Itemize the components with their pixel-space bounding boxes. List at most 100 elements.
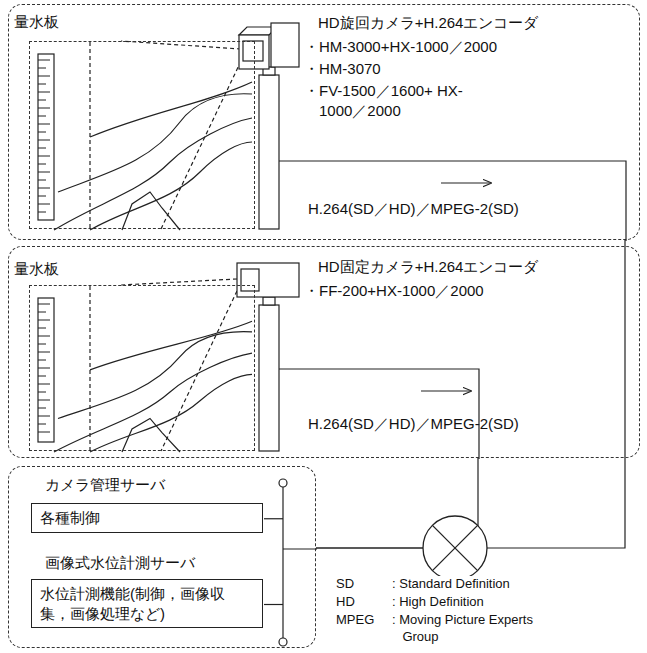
water-gauge-board xyxy=(38,298,54,442)
gauge-tick xyxy=(38,196,46,197)
gauge-tick xyxy=(38,408,46,409)
river-view-frame: 量水板 xyxy=(29,41,255,229)
gauge-tick xyxy=(38,312,46,313)
river-bank-line xyxy=(90,321,252,370)
gauge-tick xyxy=(38,432,50,433)
server-heading: 画像式水位計測サーバ xyxy=(45,553,195,573)
abbreviation-meaning: : High Definition xyxy=(392,594,484,611)
gauge-tick xyxy=(38,376,46,377)
gauge-tick xyxy=(38,416,50,417)
river-illustration xyxy=(38,286,252,452)
river-bank-line xyxy=(54,118,252,230)
gauge-tick xyxy=(38,124,50,125)
gauge-tick xyxy=(38,424,46,425)
illustration-layer xyxy=(30,42,256,230)
gauge-label: 量水板 xyxy=(14,259,59,279)
abbreviation: MPEG xyxy=(336,612,374,629)
river-bank-line xyxy=(54,353,252,452)
gauge-tick xyxy=(38,60,50,61)
gauge-tick xyxy=(38,132,46,133)
camera-site-panel: HD固定カメラ+H.264エンコーダ・FF-200+HX-1000／2000H.… xyxy=(8,246,640,458)
encoder-box xyxy=(271,23,299,67)
water-gauge-board xyxy=(38,54,54,220)
bus-terminator xyxy=(279,479,287,487)
river-bank-line xyxy=(122,192,180,230)
gauge-tick xyxy=(38,204,50,205)
lan-bus xyxy=(282,487,283,638)
abbreviation: SD xyxy=(336,576,354,593)
camera-pole xyxy=(259,75,279,229)
function-text: 各種制御 xyxy=(40,508,254,528)
camera-heading: HD旋回カメラ+H.264エンコーダ xyxy=(318,13,538,33)
abbreviation-meaning: : Standard Definition xyxy=(392,576,510,593)
gauge-tick xyxy=(38,92,50,93)
gauge-tick xyxy=(38,172,50,173)
gauge-tick xyxy=(38,400,50,401)
model-item: ・HM-3070 xyxy=(304,59,381,79)
gauge-tick xyxy=(38,76,50,77)
camera-site-panel: HD旋回カメラ+H.264エンコーダ・HM-3000+HX-1000／2000・… xyxy=(8,4,640,240)
lan-link xyxy=(264,604,283,605)
gauge-tick xyxy=(38,164,46,165)
bus-terminator xyxy=(279,638,287,646)
gauge-tick xyxy=(38,344,46,345)
gauge-tick xyxy=(38,108,50,109)
river-view-frame: 量水板 xyxy=(29,285,255,451)
signal-line xyxy=(279,369,479,459)
river-bank-line xyxy=(90,142,252,230)
lan-link xyxy=(283,548,317,549)
gauge-tick xyxy=(38,304,50,305)
gauge-tick xyxy=(38,100,46,101)
gauge-tick xyxy=(38,328,46,329)
flow-arrow xyxy=(421,390,471,391)
gauge-tick xyxy=(38,360,46,361)
gauge-tick xyxy=(38,148,46,149)
camera-heading: HD固定カメラ+H.264エンコーダ xyxy=(318,257,538,277)
lan-link xyxy=(264,518,283,519)
view-line xyxy=(161,291,237,451)
signal-line xyxy=(279,161,626,241)
camera-pole xyxy=(259,305,279,451)
river-bank-line xyxy=(58,332,252,419)
gauge-label: 量水板 xyxy=(14,12,59,32)
view-line xyxy=(121,41,241,49)
abbreviation-meaning: : Moving Picture Experts Group xyxy=(392,612,564,646)
river-bank-line xyxy=(90,374,252,452)
gauge-tick xyxy=(38,336,50,337)
fixed-camera xyxy=(237,263,299,297)
view-boundary xyxy=(89,42,90,230)
illustration-layer xyxy=(30,286,256,452)
camera-mount xyxy=(263,297,275,305)
river-bank-line xyxy=(122,418,180,452)
gauge-tick xyxy=(38,320,50,321)
server-heading: カメラ管理サーバ xyxy=(45,475,165,495)
gauge-tick xyxy=(38,140,50,141)
view-line xyxy=(161,61,241,229)
river-illustration xyxy=(38,42,252,230)
gauge-tick xyxy=(38,212,46,213)
gauge-tick xyxy=(38,116,46,117)
gauge-tick xyxy=(38,392,46,393)
flow-arrow xyxy=(441,182,491,183)
model-item: ・FF-200+HX-1000／2000 xyxy=(304,281,484,301)
function-box: 各種制御 xyxy=(31,503,263,533)
model-item: ・HM-3000+HX-1000／2000 xyxy=(304,37,497,57)
view-boundary xyxy=(89,286,90,452)
abbreviation: HD xyxy=(336,594,355,611)
gauge-tick xyxy=(38,352,50,353)
function-text: 水位計測機能(制御，画像収集，画像処理など) xyxy=(40,584,254,623)
river-bank-line xyxy=(90,82,252,137)
camera-lens xyxy=(243,41,263,61)
stream-format: H.264(SD／HD)／MPEG-2(SD) xyxy=(308,414,519,434)
gauge-tick xyxy=(38,188,50,189)
river-bank-line xyxy=(58,94,252,192)
gauge-tick xyxy=(38,68,46,69)
model-item: ・FV-1500／1600+ HX-1000／2000 xyxy=(304,81,482,120)
server-panel: カメラ管理サーバ画像式水位計測サーバ 各種制御水位計測機能(制御，画像収集，画像処… xyxy=(8,466,316,648)
gauge-tick xyxy=(38,84,46,85)
network-symbol xyxy=(423,516,487,580)
gauge-tick xyxy=(38,156,50,157)
stream-format: H.264(SD／HD)／MPEG-2(SD) xyxy=(308,199,519,219)
gauge-tick xyxy=(38,368,50,369)
